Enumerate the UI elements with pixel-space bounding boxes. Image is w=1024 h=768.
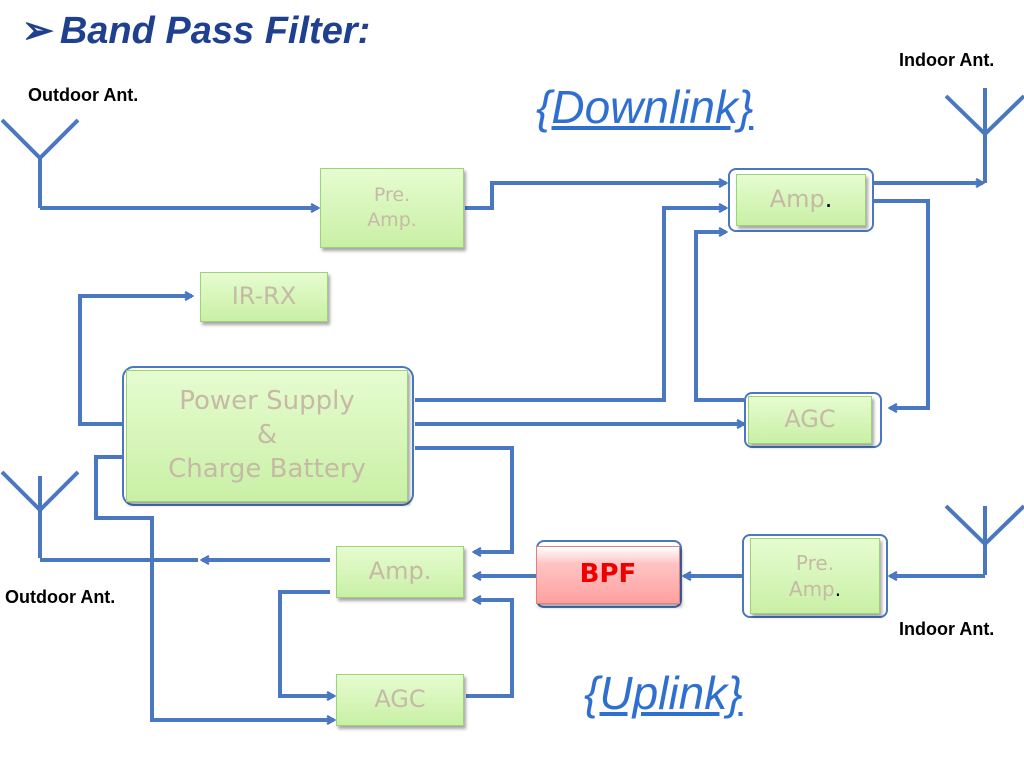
amp-downlink-label: Amp [769, 185, 825, 214]
agc-downlink-label: AGC [784, 405, 836, 434]
wire-amp-to-agc [872, 199, 930, 408]
downlink-heading: {Downlink} [536, 81, 754, 133]
outdoor-antenna-top-label: Outdoor Ant. [28, 85, 139, 105]
bpf-label: BPF [579, 559, 637, 590]
pre-amp-uplink-line2: Amp [788, 577, 835, 601]
wire-agc-to-amp [694, 232, 744, 402]
amp-uplink-block: Amp. [336, 546, 464, 598]
bpf-block: BPF [536, 546, 680, 604]
bullet-arrow-icon: ➢ [22, 10, 54, 52]
power-supply-line2: & [256, 420, 278, 451]
outdoor-antenna-bottom-icon [0, 470, 80, 558]
indoor-antenna-bottom-icon [944, 504, 1024, 575]
pre-amp-uplink-line1: Pre. [795, 551, 835, 575]
uplink-heading: {Uplink} [584, 667, 743, 719]
agc-uplink-block: AGC [336, 674, 464, 726]
power-supply-line1: Power Supply [179, 386, 355, 417]
wire-psu-to-amp [415, 208, 726, 402]
wire-amp-to-agc-bottom [278, 590, 334, 696]
ir-rx-label: IR-RX [231, 282, 297, 311]
pre-amp-downlink-line2: Amp. [367, 209, 417, 231]
power-supply-line3: Charge Battery [168, 453, 366, 484]
indoor-antenna-top-label: Indoor Ant. [899, 50, 995, 70]
wire-agc-to-amp-bottom [466, 600, 514, 698]
pre-amp-downlink-line1: Pre. [373, 184, 411, 207]
pre-amp-uplink-block: Pre. Amp. [750, 538, 880, 614]
wire-psu-to-amp-bottom [415, 446, 514, 552]
agc-uplink-label: AGC [374, 685, 426, 714]
amp-downlink-block: Amp. [736, 174, 866, 226]
pre-amp-downlink-block: Pre. Amp. [320, 168, 464, 248]
slide-title-text: Band Pass Filter: [59, 10, 371, 52]
outdoor-antenna-bottom-label: Outdoor Ant. [5, 587, 116, 607]
power-supply-block: Power Supply & Charge Battery [126, 370, 408, 502]
outdoor-antenna-top-icon [0, 118, 80, 208]
wire-preamp-to-amp [465, 183, 726, 210]
amp-uplink-label: Amp. [368, 557, 432, 586]
indoor-antenna-bottom-label: Indoor Ant. [899, 619, 995, 639]
slide-title: ➢Band Pass Filter: [22, 8, 370, 53]
ir-rx-block: IR-RX [200, 272, 328, 322]
indoor-antenna-top-icon [944, 88, 1024, 183]
wire-psu-to-agc-bottom [94, 455, 334, 720]
agc-downlink-block: AGC [748, 396, 872, 444]
wire-psu-to-irrx [78, 296, 192, 426]
